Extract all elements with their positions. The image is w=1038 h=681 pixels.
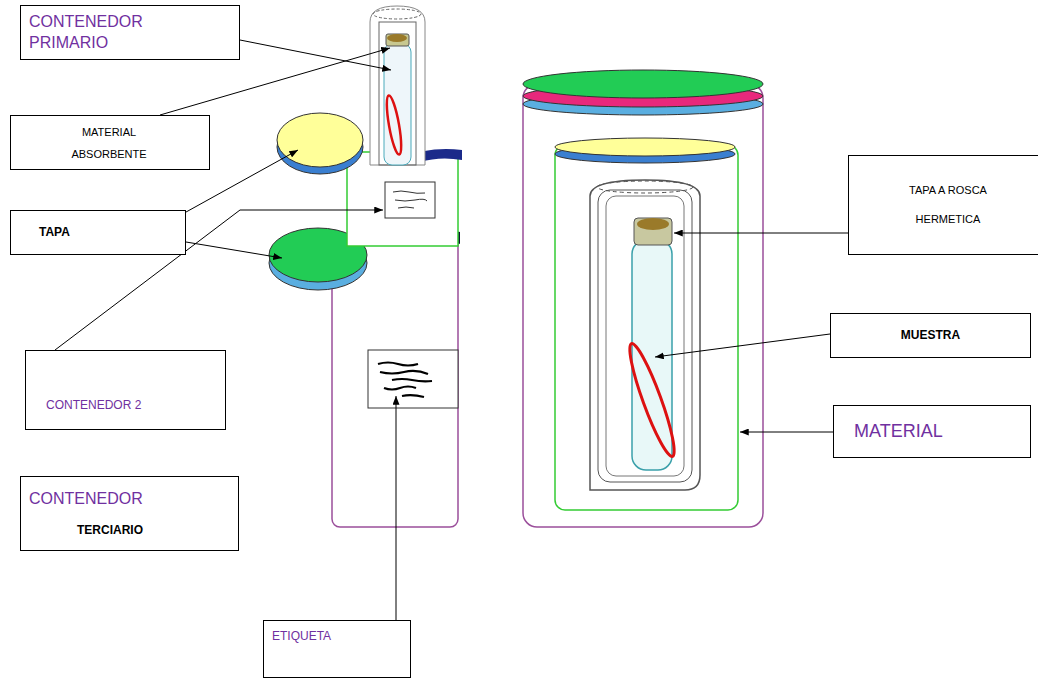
label-box: CONTENEDOR TERCIARIO: [20, 476, 239, 551]
primary-container: [370, 6, 425, 165]
label-box: MATERIAL: [833, 405, 1031, 458]
label-text: MATERIAL ABSORBENTE: [59, 121, 159, 165]
label-text: MUESTRA: [839, 328, 1022, 343]
tertiary-container-assembled: [523, 70, 763, 527]
secondary-lid: [277, 113, 363, 174]
label-box: CONTENEDOR 2: [25, 350, 226, 430]
label-text: MATERIAL: [854, 420, 1022, 443]
label-text: TAPA A ROSCA HERMETICA: [893, 176, 1003, 233]
secondary-label-card: [385, 182, 435, 218]
label-box: TAPA A ROSCA HERMETICA: [848, 155, 1038, 255]
label-text: TAPA: [39, 225, 177, 240]
label-box: MUESTRA: [830, 313, 1031, 358]
leader-line: [396, 396, 397, 620]
sample-tube-assembled: [623, 218, 681, 470]
label-text: ETIQUETA: [272, 629, 402, 644]
absorbent-material-assembled: [590, 180, 700, 490]
label-box: CONTENEDOR PRIMARIO: [20, 5, 240, 60]
label-text: CONTENEDOR: [29, 489, 230, 509]
tertiary-label-card: [368, 350, 458, 408]
label-box: ETIQUETA: [263, 620, 411, 678]
leader-line: [240, 40, 391, 70]
secondary-container-assembled: [555, 138, 738, 510]
label-text: CONTENEDOR PRIMARIO: [29, 12, 159, 54]
leader-line: [655, 334, 830, 357]
leader-line: [740, 432, 833, 433]
label-box: MATERIAL ABSORBENTE: [10, 115, 210, 170]
leader-line: [674, 233, 848, 234]
label-text: TERCIARIO: [77, 523, 230, 538]
label-text: CONTENEDOR 2: [46, 398, 217, 413]
label-box: TAPA: [10, 210, 186, 255]
